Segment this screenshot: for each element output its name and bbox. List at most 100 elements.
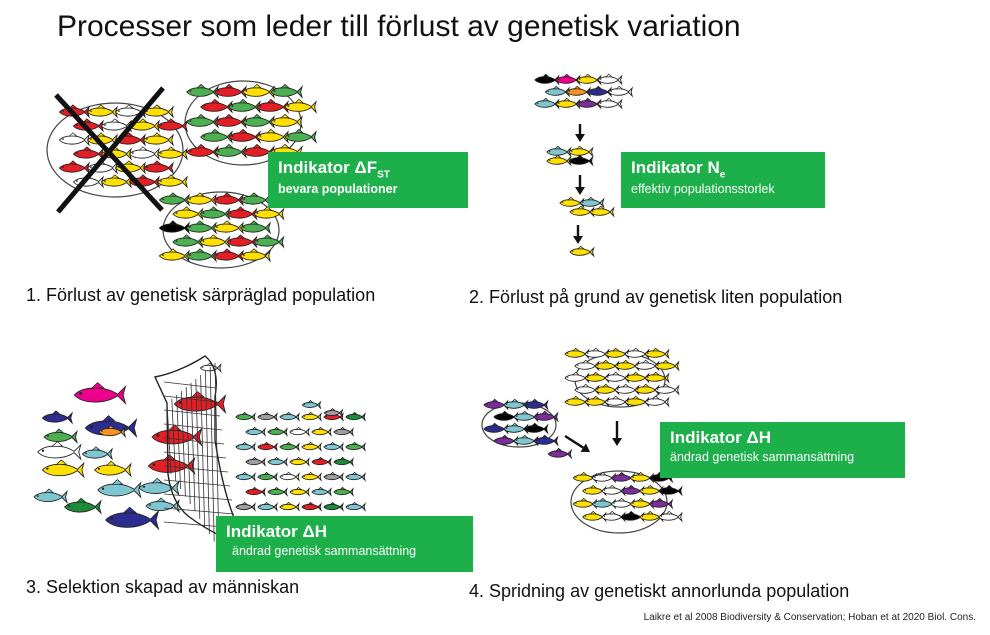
fish-icon	[547, 447, 573, 460]
fish-icon	[493, 434, 519, 447]
fish-icon	[142, 132, 174, 147]
fish-icon	[534, 73, 560, 86]
fish-icon	[93, 460, 132, 478]
fish-icon	[253, 206, 285, 221]
fish-icon	[658, 510, 683, 523]
arrow-icon	[612, 421, 622, 446]
fish-icon	[245, 486, 266, 497]
fish-icon	[138, 477, 180, 497]
indicator-desc-4: ändrad genetisk sammansättning	[670, 450, 855, 464]
fish-icon	[579, 196, 605, 209]
fish-icon	[648, 471, 674, 484]
indicator-label-3: Indikator ΔH	[226, 522, 328, 541]
fish-icon	[172, 234, 204, 249]
fish-icon	[555, 97, 581, 110]
fish-icon	[186, 83, 219, 99]
fish-icon	[289, 426, 310, 437]
fish-icon	[226, 234, 258, 249]
fish-icon	[345, 501, 366, 512]
fish-icon	[212, 220, 244, 235]
fish-icon	[37, 441, 82, 461]
fish-icon	[301, 471, 322, 482]
fish-icon	[311, 426, 332, 437]
fish-icon	[200, 98, 233, 114]
fish-icon	[257, 471, 278, 482]
fish-icon	[86, 104, 118, 119]
fish-icon	[569, 245, 595, 258]
fish-icon	[270, 83, 303, 99]
caption-1: 1. Förlust av genetisk särpräglad popula…	[26, 285, 376, 305]
fish-icon	[235, 471, 256, 482]
fish-icon	[81, 446, 113, 461]
fish-icon	[323, 441, 344, 452]
fish-icon	[43, 428, 78, 445]
fish-icon	[533, 410, 559, 423]
caption-3: 3. Selektion skapad av människan	[26, 577, 300, 597]
fish-icon	[648, 497, 674, 510]
fish-icon	[235, 501, 256, 512]
fish-icon	[186, 143, 219, 159]
fish-icon	[644, 395, 670, 408]
fish-icon	[41, 459, 85, 479]
fish-icon	[257, 411, 278, 422]
fish-icon	[58, 132, 90, 147]
fish-icon	[284, 98, 317, 114]
fish-icon	[235, 411, 256, 422]
fish-icon	[156, 174, 188, 189]
indicator-desc-3: ändrad genetisk sammansättning	[232, 544, 417, 558]
fish-icon	[533, 434, 559, 447]
fish-icon	[604, 371, 630, 384]
fish-icon	[257, 441, 278, 452]
fish-icon	[142, 104, 174, 119]
fish-icon	[228, 128, 261, 144]
fish-icon	[483, 398, 509, 411]
fish-icon	[186, 113, 219, 129]
fish-icon	[284, 128, 317, 144]
fish-icon	[333, 426, 354, 437]
indicator-box-2: Indikator Ne effektiv populationsstorlek	[621, 152, 825, 208]
fish-icon	[576, 73, 602, 86]
fish-icon	[323, 408, 344, 418]
fish-icon	[654, 359, 680, 372]
indicator-label-2: Indikator Ne	[631, 158, 726, 181]
fish-icon	[256, 128, 289, 144]
fish-icon	[156, 118, 188, 133]
cross-out-icon	[54, 86, 165, 214]
fish-icon	[589, 205, 615, 218]
page-title: Processer som leder till förlust av gene…	[57, 10, 741, 43]
fish-icon	[345, 471, 366, 482]
fish-icon	[289, 456, 310, 467]
fish-icon	[345, 411, 366, 422]
fish-icon	[245, 426, 266, 437]
fish-icon	[185, 220, 217, 235]
fish-icon	[523, 422, 549, 435]
fish-icon	[559, 196, 585, 209]
indicator-box-1: Indikator ΔFST bevara populationer	[268, 152, 468, 208]
fish-icon	[311, 486, 332, 497]
fishing-net	[153, 355, 254, 550]
fish-icon	[513, 410, 539, 423]
fish-icon	[63, 497, 102, 515]
indicator-desc-1: bevara populationer	[278, 182, 398, 197]
fish-icon	[58, 160, 90, 175]
fish-icon	[279, 441, 300, 452]
fish-icon	[534, 97, 560, 110]
fish-icon	[199, 206, 231, 221]
fish-icon	[564, 347, 590, 360]
fish-icon	[279, 471, 300, 482]
fish-icon	[644, 347, 670, 360]
fish-icon	[584, 371, 610, 384]
fish-icon	[597, 97, 623, 110]
reference-text: Laikre et al 2008 Biodiversity & Conserv…	[643, 612, 976, 623]
fish-icon	[185, 192, 217, 207]
arrow-icon	[575, 175, 585, 195]
fish-icon	[256, 98, 289, 114]
fish-icon	[172, 206, 204, 221]
fish-icon	[114, 104, 146, 119]
fish-icon	[493, 410, 519, 423]
fish-icon	[214, 113, 247, 129]
indicator-label-4: Indikator ΔH	[670, 428, 772, 447]
fish-icon	[214, 83, 247, 99]
indicator-desc-2: effektiv populationsstorlek	[631, 182, 775, 197]
